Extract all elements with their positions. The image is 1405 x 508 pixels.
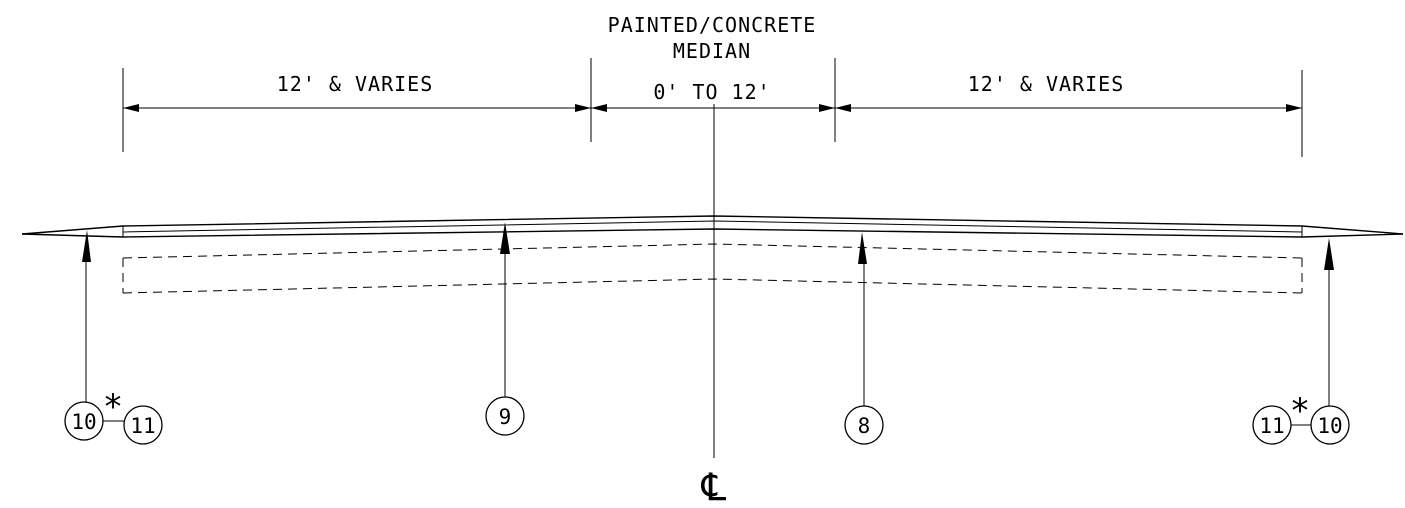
leader-lines — [82, 222, 1334, 408]
callout-group-8: 8 — [844, 405, 884, 445]
callout-9-label: 9 — [499, 405, 512, 429]
callout-circle-10-right — [1310, 405, 1350, 445]
dimension-extension-lines — [122, 58, 1303, 157]
median-title-line1: PAINTED/CONCRETE — [608, 13, 817, 37]
callout-circle-9 — [485, 396, 525, 436]
centerline-symbol: ℄ — [701, 465, 727, 508]
callout-10-right-label: 10 — [1317, 414, 1342, 438]
asterisk-left: * — [103, 387, 123, 427]
dimension-line — [123, 104, 1302, 112]
asterisk-right: * — [1290, 391, 1310, 431]
callout-group-right: 11 10 * — [1252, 391, 1350, 445]
median-title-line2: MEDIAN — [673, 39, 751, 63]
pavement-section — [21, 215, 1404, 294]
dimension-right-label: 12' & VARIES — [968, 72, 1125, 96]
dimension-center-label: 0' TO 12' — [653, 80, 770, 104]
callout-10-left-label: 10 — [71, 410, 96, 434]
dimension-left-label: 12' & VARIES — [277, 72, 434, 96]
callout-11-right-label: 11 — [1259, 414, 1284, 438]
callout-circle-8 — [844, 405, 884, 445]
callout-group-left: 10 11 * — [64, 387, 163, 445]
callout-circle-11-left — [123, 405, 163, 445]
callout-group-9: 9 — [485, 396, 525, 436]
callout-8-label: 8 — [858, 414, 871, 438]
callout-11-left-label: 11 — [130, 414, 155, 438]
